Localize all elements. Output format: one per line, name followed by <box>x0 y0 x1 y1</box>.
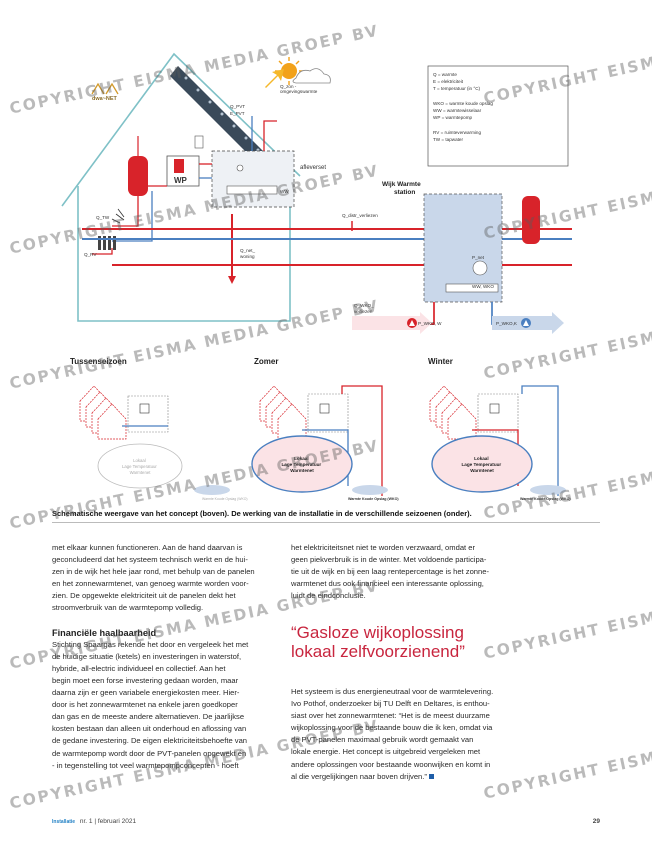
text-line: de gedane investering. De eigen elektric… <box>52 736 248 746</box>
svg-text:Q_distr_verliezen: Q_distr_verliezen <box>342 213 378 218</box>
caption-divider <box>52 522 600 523</box>
svg-text:Warmte Koude Opslag (WKO): Warmte Koude Opslag (WKO) <box>348 497 399 501</box>
svg-text:P_WKO, W: P_WKO, W <box>418 321 442 326</box>
svg-text:Winter: Winter <box>428 357 453 366</box>
svg-text:Zomer: Zomer <box>254 357 278 366</box>
right-column-body: Het systeem is dus energieneutraal voor … <box>291 686 551 783</box>
svg-text:Q_PVT: Q_PVT <box>230 104 245 109</box>
text-line: - in tegenstelling tot veel warmtepompco… <box>52 760 239 770</box>
magazine-logo: Installatie <box>52 819 76 825</box>
figure-caption: Schematische weergave van het concept (b… <box>52 509 472 518</box>
text-line: wijkoplossing voor de bestaande bouw die… <box>291 723 493 733</box>
text-line: Stichting Spaargas rekende het door en v… <box>52 639 249 649</box>
text-line: de huidige situatie (ketels) en invester… <box>52 651 242 661</box>
pull-quote-line: lokaal zelfvoorzienend” <box>291 642 465 661</box>
heat-exchanger <box>226 185 278 195</box>
text-line: stroomverbruik van de warmtepomp volledi… <box>52 603 204 613</box>
section-heading: Financiële haalbaarheid <box>52 627 157 638</box>
text-line: dan gas en de meeste andere alternatieve… <box>52 712 245 722</box>
text-line: met elkaar kunnen functioneren. Aan de h… <box>52 543 243 552</box>
text-line: siast over het zonnewarmtenet: “Het is d… <box>291 711 490 721</box>
shower-icon <box>111 208 125 224</box>
svg-text:woning: woning <box>240 254 255 259</box>
concept-diagram: Q_zon - omgevingswarmte Q_PVT E_PVT dwa~… <box>61 52 572 501</box>
text-line: kosten bestaan dan alleen uit onderhoud … <box>52 724 247 734</box>
svg-text:Q = warmte E = elektrici: Q = warmte E = elektriciteit T = tempera… <box>433 72 494 142</box>
svg-text:Q_WKO_: Q_WKO_ <box>354 303 374 308</box>
radiator-icon <box>98 236 116 250</box>
svg-text:Warmte Koude Opslag (WKO): Warmte Koude Opslag (WKO) <box>520 497 571 501</box>
right-column-top: het elektriciteitsnet niet te worden ver… <box>291 542 551 602</box>
dwanet-logo: dwa~NET <box>89 78 131 102</box>
svg-text:Warmte Koude Opslag (WKO): Warmte Koude Opslag (WKO) <box>202 497 247 501</box>
svg-text:dwa~NET: dwa~NET <box>92 96 118 102</box>
wijk-warmte-station: Wijk Warmte station P_net WW, WKO <box>382 181 540 303</box>
afleverset-box <box>211 150 295 208</box>
wko-hot-arrow <box>352 312 432 334</box>
text-line: de warmtepomp wordt door de PVT-panelen … <box>52 748 247 758</box>
text-line: tie uit de wijk en bij een laag renteper… <box>291 567 489 577</box>
svg-text:Q_TW: Q_TW <box>96 215 110 220</box>
issue-info: nr. 1 | februari 2021 <box>79 818 137 825</box>
season-tussenseizoen: Lokaal Lage Temperatuur Warmtenet Warmte… <box>79 385 247 501</box>
text-line: hybride, all-electric individueel en col… <box>52 663 226 673</box>
sun-ray-arrow <box>265 69 284 88</box>
svg-text:verliezen: verliezen <box>354 309 373 314</box>
text-line: geen piekverbruik is in de winter. Met v… <box>291 555 487 565</box>
pull-quote-line: “Gasloze wijkoplossing <box>291 623 464 642</box>
svg-text:Q_net_: Q_net_ <box>240 248 256 253</box>
svg-text:omgevingswarmte: omgevingswarmte <box>280 89 318 94</box>
last-line: al die vergelijkingen naar boven drijven… <box>291 771 427 781</box>
svg-text:E_PVT: E_PVT <box>230 111 245 116</box>
storage-tank <box>128 156 148 196</box>
text-line: Ivo Pothof, onderzoeker bij TU Delft en … <box>291 699 490 709</box>
svg-text:Lokaal Lage Temperatuur: Lokaal Lage Temperatuur Warmtenet <box>281 456 322 473</box>
text-line: andere oplossingen voor bestaande woonwi… <box>291 759 491 769</box>
season-zomer: Lokaal Lage Temperatuur Warmtenet Warmte… <box>251 385 399 501</box>
heat-pump: WP <box>166 155 200 187</box>
season-winter: Lokaal Lage Temperatuur Warmtenet Warmte… <box>429 385 571 501</box>
pull-quote: “Gasloze wijkoplossing lokaal zelfvoorzi… <box>291 623 531 661</box>
left-column: met elkaar kunnen functioneren. Aan de h… <box>52 542 278 772</box>
legend-box: Q = warmte E = elektriciteit T = tempera… <box>427 65 569 167</box>
text-line: begin moet een forse investering gedaan … <box>52 675 239 685</box>
text-line: Het systeem is dus energieneutraal voor … <box>291 687 494 696</box>
end-mark-icon <box>429 773 435 779</box>
svg-text:WP: WP <box>174 176 188 185</box>
text-line: al die vergelijkingen naar boven drijven… <box>291 771 551 783</box>
text-line: luidt de eindconclusie. <box>291 591 366 601</box>
text-line: de PVT-panelen maximaal gebruik wordt ge… <box>291 735 474 745</box>
cloud-icon <box>292 68 331 84</box>
svg-text:Lokaal Lage Temperatuur: Lokaal Lage Temperatuur Warmtenet <box>122 458 158 475</box>
house-outline <box>61 52 301 322</box>
svg-text:WW, WKO: WW, WKO <box>472 284 494 289</box>
pvt-panels <box>170 66 278 176</box>
text-line: door is het zonnewarmtenet na enkele jar… <box>52 700 238 710</box>
svg-text:Q_RV: Q_RV <box>84 252 97 257</box>
text-line: lokale energie. Het concept is uitgebrei… <box>291 747 481 757</box>
text-line: het elektriciteitsnet niet te worden ver… <box>291 543 476 552</box>
text-line: warmtenet dus ook financieel een interes… <box>291 579 484 589</box>
svg-text:Q_zon -: Q_zon - <box>280 84 297 89</box>
small-box <box>194 135 204 149</box>
svg-text:WW: WW <box>280 189 289 194</box>
svg-text:station: station <box>394 189 415 196</box>
text-line: daarna zijn er geen variabele energiekos… <box>52 688 240 698</box>
text-line: zen in de wijk het hele jaar rond, met b… <box>52 567 255 577</box>
svg-text:P_WKO,K: P_WKO,K <box>496 321 518 326</box>
svg-text:Tussenseizoen: Tussenseizoen <box>70 357 127 366</box>
svg-text:Wijk Warmte: Wijk Warmte <box>382 181 421 188</box>
page-footer: Installatie nr. 1 | februari 2021 29 <box>52 818 600 825</box>
text-line: en het zonnewarmtenet, van genoeg warmte… <box>52 579 249 589</box>
text-line: zien. De opgewekte elektriciteit uit de … <box>52 591 236 601</box>
text-line: geconcludeerd dat het systeem technisch … <box>52 555 248 565</box>
page-number: 29 <box>592 818 600 825</box>
svg-text:P_net: P_net <box>472 255 485 260</box>
svg-text:Lokaal Lage Temperatuur: Lokaal Lage Temperatuur Warmtenet <box>461 456 502 473</box>
svg-text:afleverset: afleverset <box>300 165 326 171</box>
